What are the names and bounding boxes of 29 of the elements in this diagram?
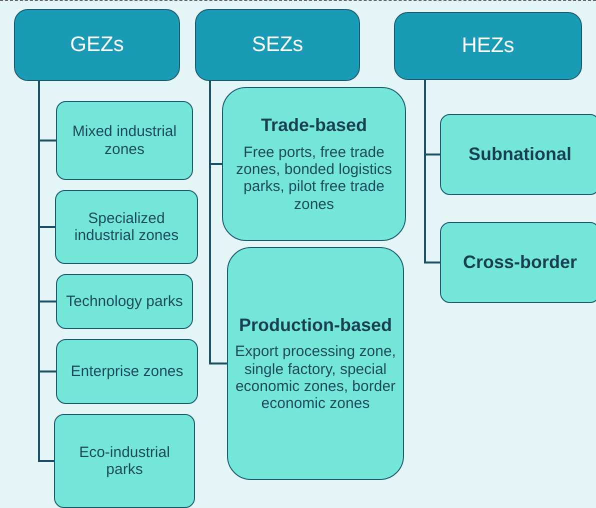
zone-box: [55, 190, 198, 264]
zone-label: SEZs: [252, 33, 304, 57]
connector-line: [209, 81, 227, 364]
zone-box: [56, 101, 193, 180]
zone-label: Cross-border: [462, 252, 578, 273]
zone-label: HEZs: [462, 34, 514, 58]
category-box: [195, 9, 360, 81]
category-box: [14, 9, 180, 81]
category-box: [394, 12, 582, 80]
zone-description: Export processing zone, single factory, special economic zones, border economic zones: [234, 343, 397, 412]
zone-box: [222, 87, 406, 241]
zone-label: Technology parks: [66, 292, 183, 310]
zone-heading: Trade-based: [260, 115, 368, 136]
zone-label: Specialized industrial zones: [73, 210, 180, 244]
zone-box: [440, 222, 596, 303]
connector-line: [424, 80, 440, 264]
zone-box: [440, 114, 596, 195]
zone-box: [227, 247, 404, 480]
zone-label: Subnational: [468, 144, 572, 165]
zone-label: Eco-industrial parks: [78, 444, 171, 478]
zone-label: Enterprise zones: [70, 362, 184, 380]
connector-line: [38, 81, 54, 462]
zone-box: [56, 274, 193, 329]
zone-box: [54, 414, 195, 508]
zone-description: Free ports, free trade zones, bonded logistics parks, pilot free trade zones: [235, 144, 393, 213]
zone-box: [56, 339, 198, 404]
zone-label: GEZs: [70, 33, 124, 57]
zone-heading: Production-based: [238, 314, 392, 336]
zone-label: Mixed industrial zones: [71, 123, 178, 158]
